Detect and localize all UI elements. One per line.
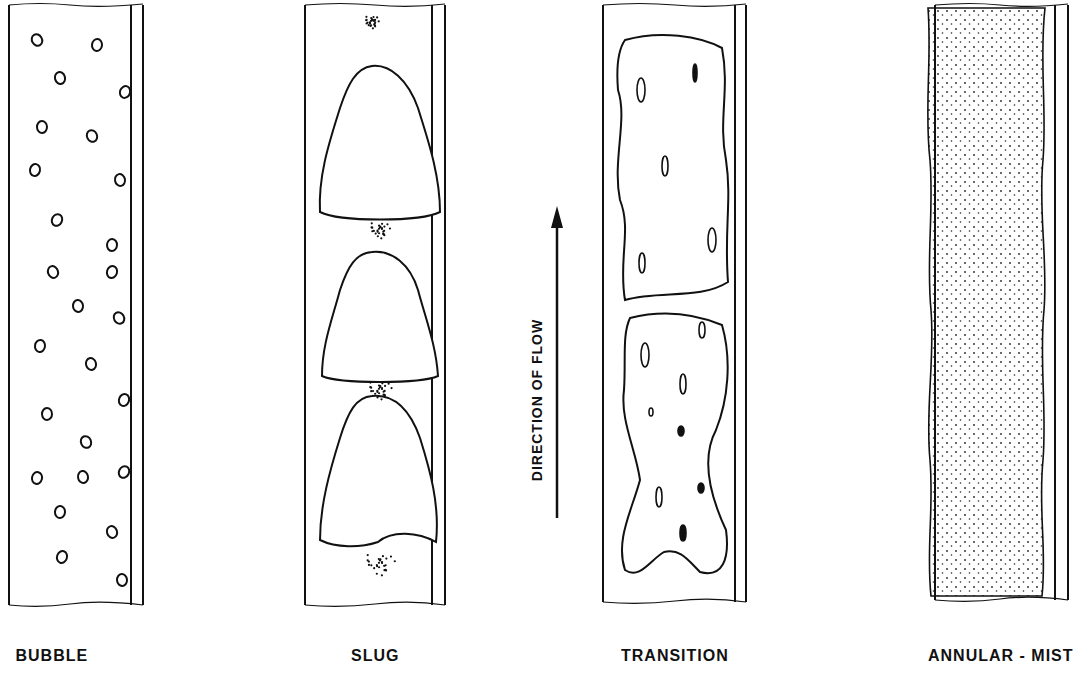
slug-bubbles	[320, 66, 440, 546]
liquid-droplets	[365, 16, 396, 577]
flow-arrow	[551, 206, 563, 518]
gas-bubbles	[29, 32, 132, 586]
regime-label: SLUG	[351, 647, 399, 665]
pipe-wall	[305, 4, 445, 607]
regime-label: BUBBLE	[16, 647, 89, 665]
mist-core	[928, 8, 1045, 596]
regime-label: ANNULAR - MIST	[928, 647, 1074, 665]
pipe-wall	[9, 4, 143, 607]
transition-blobs	[617, 35, 728, 573]
transition-inclusions	[637, 64, 716, 541]
pipe-wall	[603, 4, 746, 604]
regime-label: TRANSITION	[621, 647, 729, 665]
flow-direction-label: DIRECTION OF FLOW	[529, 317, 545, 483]
